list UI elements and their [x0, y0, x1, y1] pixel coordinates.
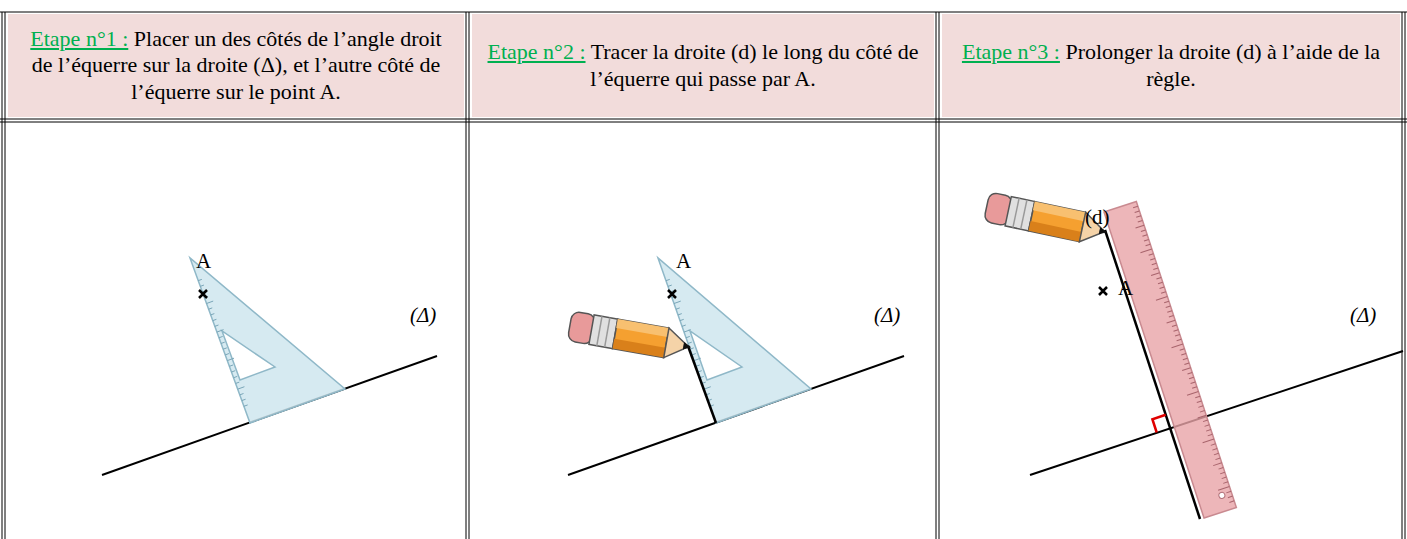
step-header-cell: Etape n°3 : Prolonger la droite (d) à l’…: [942, 14, 1400, 117]
step-instruction: Tracer la droite (d) le long du côté de …: [590, 39, 918, 90]
table-border: [0, 12, 1407, 539]
line-label: (Δ): [874, 305, 900, 326]
step-header-cell: Etape n°2 : Tracer la droite (d) le long…: [472, 14, 934, 117]
step-title: Etape n°2 :: [488, 39, 586, 64]
step2-figure: [567, 258, 904, 475]
step-title: Etape n°1 :: [30, 26, 128, 51]
point-label: A: [676, 251, 691, 272]
point-label: A: [1118, 278, 1133, 299]
line-label: (Δ): [1350, 305, 1376, 326]
step1-figure: [102, 258, 437, 475]
step3-figure: [984, 192, 1403, 519]
point-label: A: [196, 251, 211, 272]
line-label: (Δ): [410, 305, 436, 326]
line-label: (d): [1085, 207, 1110, 228]
step-instruction: Prolonger la droite (d) à l’aide de la r…: [1065, 39, 1380, 90]
step-title: Etape n°3 :: [962, 39, 1060, 64]
step-header-cell: Etape n°1 : Placer un des côtés de l’ang…: [8, 14, 464, 117]
